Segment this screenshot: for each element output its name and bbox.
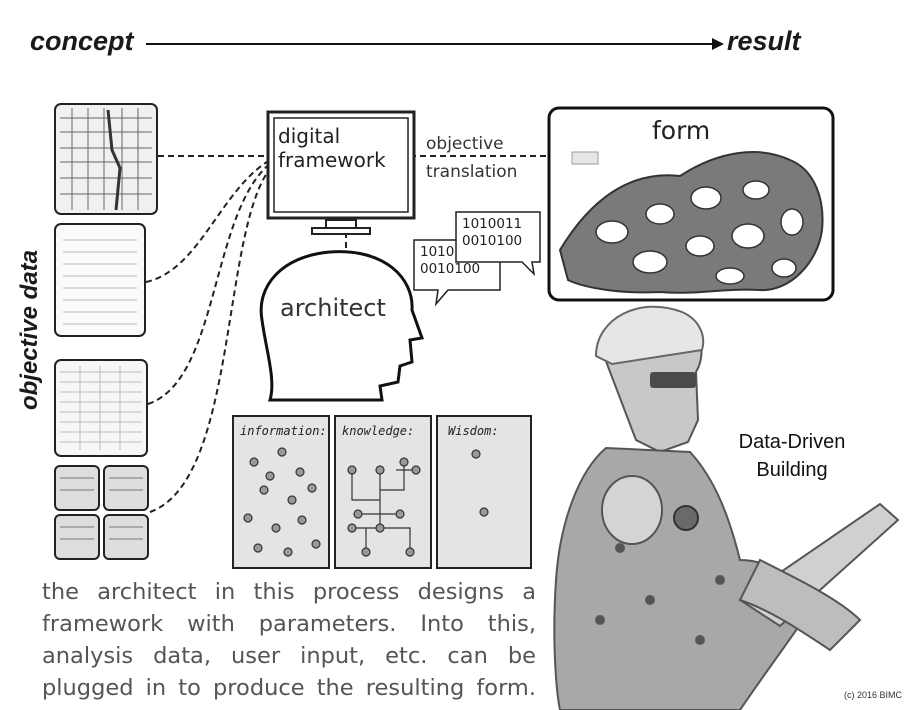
objective-data-label: objective data <box>16 249 43 411</box>
concept-result-arrow <box>146 38 724 50</box>
architect-head <box>259 250 425 402</box>
data-card-document <box>54 223 146 337</box>
panel-title-knowledge: knowledge: <box>342 424 415 438</box>
framework-label: digital framework <box>278 124 386 172</box>
data-card-map <box>54 103 158 215</box>
architect-label: architect <box>280 294 386 322</box>
binary-text-back: 1010 0010100 <box>420 244 481 277</box>
form-label: form <box>652 116 711 145</box>
form-box <box>547 106 835 302</box>
translation-label: objective translation <box>426 134 518 182</box>
binary-text-front: 1010011 0010100 <box>462 216 523 250</box>
panel-title-information: information: <box>240 424 327 438</box>
result-label: result <box>727 26 801 56</box>
robot-illustration <box>553 305 900 710</box>
panel-title-wisdom: Wisdom: <box>448 424 499 438</box>
data-driven-building-label: Data-Driven Building <box>738 431 846 481</box>
caption-text: the architect in this process designs a … <box>42 579 536 701</box>
framework-monitor <box>266 110 416 235</box>
data-card-plans <box>54 465 149 560</box>
copyright-notice: (c) 2016 BIMC <box>844 690 903 700</box>
concept-label: concept <box>30 26 134 56</box>
dikw-panels <box>232 415 532 569</box>
data-card-spreadsheet <box>54 359 148 457</box>
data-connectors <box>145 155 550 513</box>
